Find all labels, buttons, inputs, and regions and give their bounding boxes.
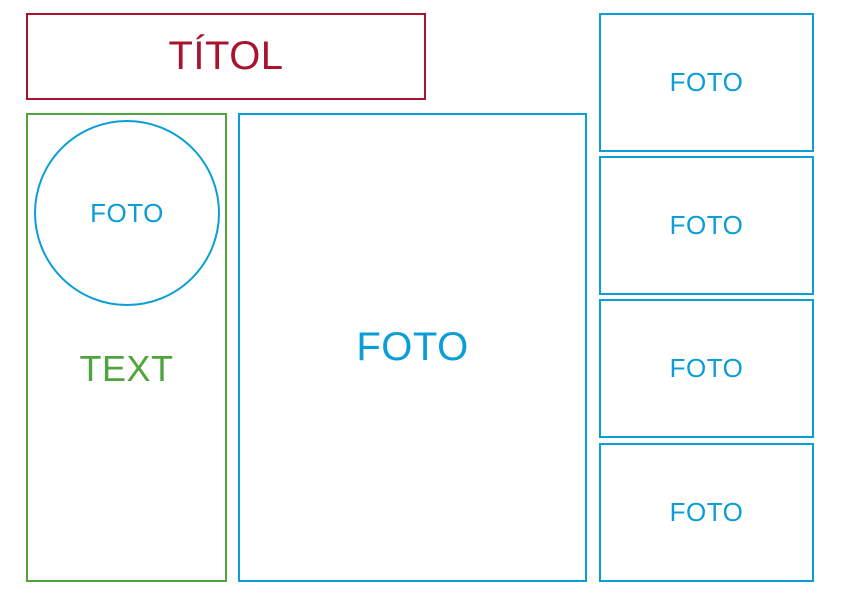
side-photo-placeholder-3: FOTO <box>599 299 814 438</box>
text-label: TEXT <box>79 348 174 389</box>
main-photo-label: FOTO <box>356 325 469 369</box>
circle-photo-label: FOTO <box>90 197 164 228</box>
side-photo-label: FOTO <box>669 497 744 527</box>
main-photo-placeholder: FOTO <box>238 113 587 582</box>
side-photo-placeholder-2: FOTO <box>599 156 814 295</box>
title-placeholder: TÍTOL <box>26 13 426 100</box>
side-photo-label: FOTO <box>669 67 744 97</box>
title-label: TÍTOL <box>168 34 284 78</box>
side-photo-label: FOTO <box>669 210 744 240</box>
circle-photo-placeholder: FOTO <box>34 120 220 306</box>
side-photo-placeholder-1: FOTO <box>599 13 814 152</box>
side-photo-label: FOTO <box>669 353 744 383</box>
text-column-placeholder: FOTO TEXT <box>26 113 227 582</box>
side-photo-placeholder-4: FOTO <box>599 443 814 582</box>
